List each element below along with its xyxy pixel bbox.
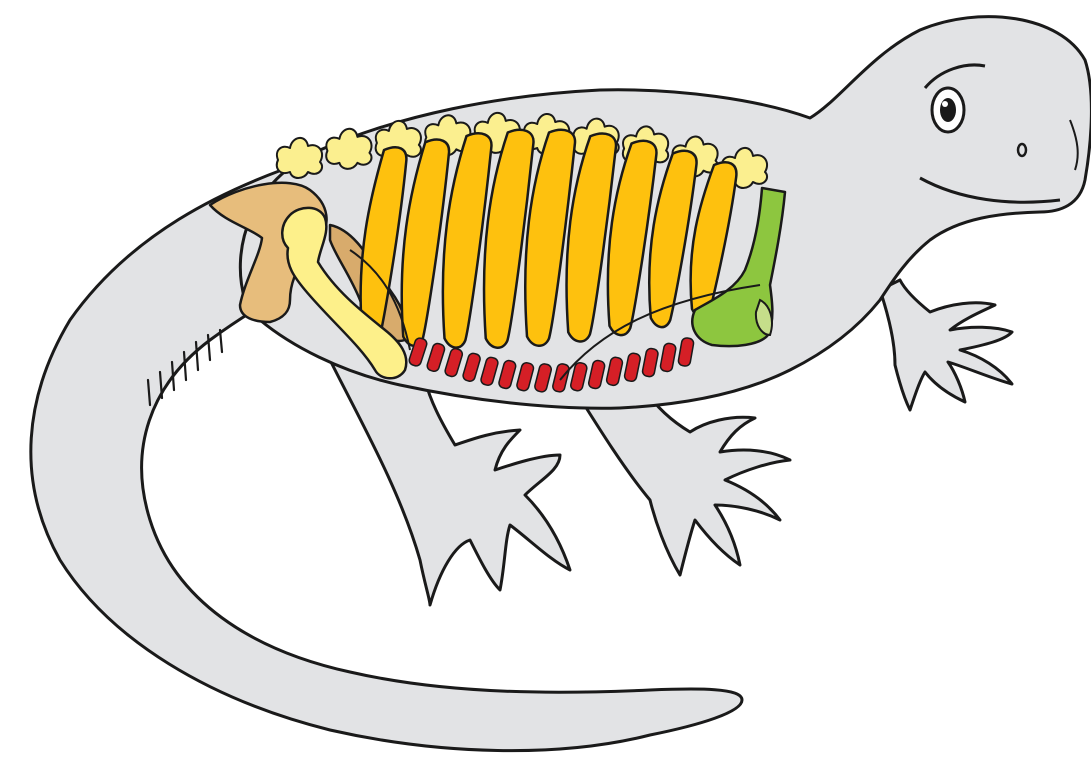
middle-leg bbox=[575, 390, 790, 575]
eye-pupil bbox=[940, 98, 956, 122]
vertebra bbox=[277, 138, 322, 178]
fore-leg bbox=[880, 280, 1012, 410]
